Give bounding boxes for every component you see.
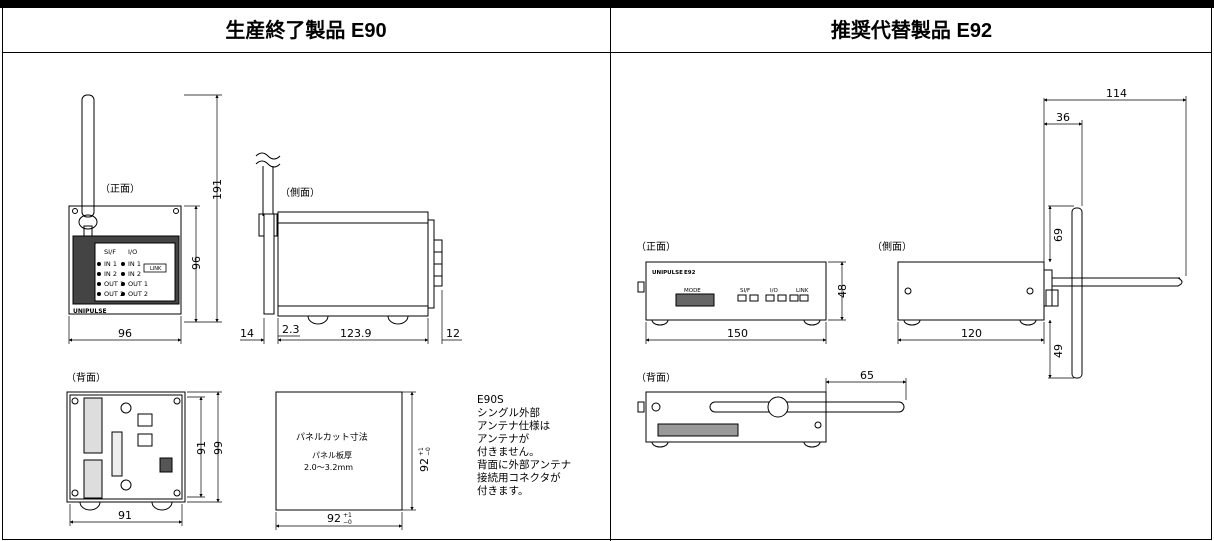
e90-side-body bbox=[277, 211, 429, 317]
dim-side-gap: 2.3 bbox=[282, 323, 300, 336]
e92-back-view bbox=[637, 391, 905, 448]
comparison-frame bbox=[2, 8, 1212, 540]
e92-front-panel-labels: UNIPULSE E92 MODE SI/F I/O LINK bbox=[652, 270, 809, 294]
e90s-note: E90S シングル外部 アンテナ仕様は アンテナが 付きません。 背面に外部アン… bbox=[477, 394, 571, 498]
io-in2-label: IN 2 bbox=[128, 270, 141, 278]
dim-e92-back-antenna: 65 bbox=[860, 369, 874, 382]
panel-cut-width-tol-minus: −0 bbox=[343, 519, 352, 526]
panel-cut-height-tol-minus: −0 bbox=[425, 447, 432, 456]
io-out2-label: OUT 2 bbox=[128, 290, 148, 298]
dim-side-front: 14 bbox=[240, 327, 254, 340]
e90-front-panel-labels: SI/F I/O IN 1 IN 2 OUT 1 OUT 2 IN 1 IN 2… bbox=[73, 248, 167, 315]
e92-front-view bbox=[637, 261, 827, 326]
note-line: アンテナ仕様は bbox=[477, 420, 551, 432]
top-bar bbox=[0, 0, 1214, 8]
e90-front-view bbox=[68, 94, 182, 315]
dim-side-rear: 12 bbox=[446, 327, 460, 340]
e92-mode-label: MODE bbox=[684, 288, 701, 294]
note-line: 付きます。 bbox=[477, 485, 529, 497]
dim-e92-antenna-down: 49 bbox=[1052, 344, 1065, 358]
e90-back-dims bbox=[69, 391, 222, 526]
e90-back-view bbox=[66, 391, 186, 511]
e92-side-body bbox=[897, 261, 1045, 321]
e90-front-dims bbox=[68, 94, 222, 344]
column-divider bbox=[610, 8, 611, 541]
recommended-product-title: 推奨代替製品 E92 bbox=[830, 20, 993, 42]
e92-io-label: I/O bbox=[770, 288, 778, 294]
e90-back-caption: （背面） bbox=[66, 371, 106, 384]
e92-model: E92 bbox=[684, 270, 696, 276]
e90-side-dims bbox=[240, 290, 462, 344]
header-rule bbox=[2, 52, 1212, 53]
out2-label: OUT 2 bbox=[104, 290, 124, 298]
e92-back-dims bbox=[825, 378, 907, 400]
io-in1-label: IN 1 bbox=[128, 260, 141, 268]
panel-cut-title: パネルカット寸法 bbox=[296, 431, 368, 443]
panel-thickness-range: 2.0〜3.2mm bbox=[304, 463, 353, 472]
dim-e92-top-offset: 36 bbox=[1056, 111, 1070, 124]
panel-cut-width: 92 bbox=[327, 512, 341, 525]
panel-cut-diagram bbox=[275, 391, 416, 530]
e92-sif-label: SI/F bbox=[740, 288, 750, 294]
e90-side-view bbox=[255, 152, 443, 325]
note-line: 背面に外部アンテナ bbox=[477, 459, 572, 471]
e92-front-body bbox=[645, 261, 827, 321]
dim-front-height: 96 bbox=[190, 256, 203, 270]
e90-side-caption: （側面） bbox=[280, 186, 320, 199]
note-model: E90S bbox=[477, 394, 504, 406]
panel-cut-width-tol-plus: +1 bbox=[343, 512, 352, 519]
sif-label: SI/F bbox=[104, 248, 116, 256]
dim-front-width: 96 bbox=[118, 327, 132, 340]
dim-e92-front-width: 150 bbox=[727, 327, 748, 340]
dim-e92-front-height: 48 bbox=[836, 284, 849, 298]
note-line: 接続用コネクタが bbox=[477, 472, 561, 484]
e92-side-caption: （側面） bbox=[872, 240, 912, 253]
dim-back-height-inner: 91 bbox=[195, 441, 208, 455]
panel-cut-height-tol-plus: +1 bbox=[418, 447, 425, 456]
panel-thickness-label: パネル板厚 bbox=[312, 450, 352, 460]
dim-e92-top-total: 114 bbox=[1106, 87, 1127, 100]
note-line: シングル外部 bbox=[477, 407, 540, 419]
e92-front-dims bbox=[645, 261, 846, 344]
in2-label: IN 2 bbox=[104, 270, 117, 278]
e92-brand: UNIPULSE bbox=[652, 270, 683, 276]
io-out1-label: OUT 1 bbox=[128, 280, 148, 288]
out1-label: OUT 1 bbox=[104, 280, 124, 288]
e92-link-label: LINK bbox=[796, 288, 809, 294]
e90-front-body bbox=[68, 205, 182, 315]
e90-antenna bbox=[81, 94, 95, 218]
dim-back-height-outer: 99 bbox=[212, 441, 225, 455]
dim-back-width: 91 bbox=[118, 509, 132, 522]
e92-front-caption: （正面） bbox=[636, 241, 676, 253]
dim-side-depth: 123.9 bbox=[340, 327, 372, 340]
in1-label: IN 1 bbox=[104, 260, 117, 268]
dim-e92-antenna-up: 69 bbox=[1052, 228, 1065, 242]
io-label: I/O bbox=[128, 248, 137, 256]
panel-cut-height: 92 bbox=[418, 458, 431, 472]
e90-back-body bbox=[66, 391, 186, 503]
e90-brand: UNIPULSE bbox=[73, 308, 107, 315]
note-line: 付きません。 bbox=[477, 446, 540, 458]
note-line: アンテナが bbox=[477, 433, 530, 445]
dim-e92-side-depth: 120 bbox=[961, 327, 982, 340]
e92-back-body bbox=[645, 391, 827, 443]
e92-back-caption: （背面） bbox=[636, 371, 676, 384]
e90-front-caption: （正面） bbox=[100, 183, 140, 195]
link-label: LINK bbox=[150, 266, 162, 272]
e92-side-view bbox=[897, 207, 1183, 379]
e92-side-dims bbox=[897, 96, 1187, 379]
dim-total-height: 191 bbox=[211, 179, 224, 200]
discontinued-product-title: 生産終了製品 E90 bbox=[225, 20, 387, 42]
